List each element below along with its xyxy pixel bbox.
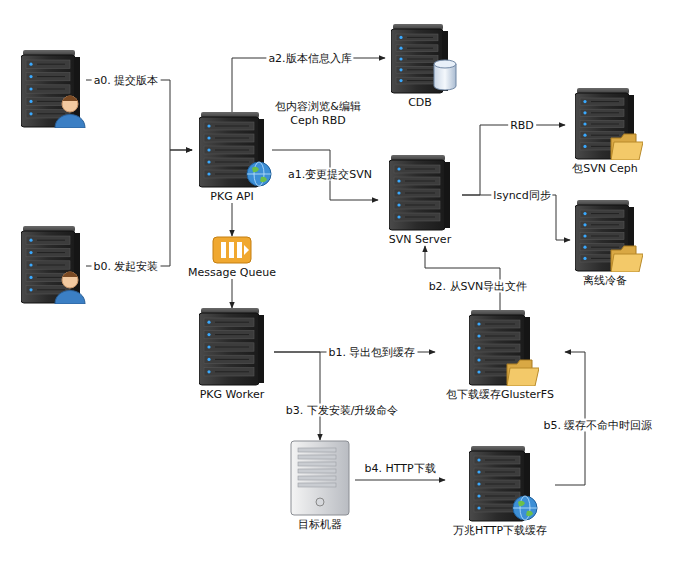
connector-arrow xyxy=(274,352,320,440)
server-node: 目标机器 xyxy=(285,440,355,531)
node-label: PKG Worker xyxy=(200,388,265,401)
node-label: Message Queue xyxy=(188,266,276,279)
server-node: 离线冷备 xyxy=(570,200,640,287)
edge-label: b0. 发起安装 xyxy=(92,260,161,273)
queue-node: Message Queue xyxy=(182,236,282,279)
edge-label: lsyncd同步 xyxy=(491,189,552,202)
edge-label: a2.版本信息入库 xyxy=(266,52,353,65)
connector-arrow xyxy=(272,150,378,200)
node-label: PKG API xyxy=(210,190,253,203)
node-label: SVN Server xyxy=(389,233,451,246)
connector-arrow xyxy=(232,203,233,236)
node-label: CDB xyxy=(408,96,432,109)
edge-label: RBD xyxy=(508,119,536,132)
server-icon xyxy=(469,310,539,386)
server-node: PKG API xyxy=(192,112,272,203)
server-icon xyxy=(21,50,89,128)
connector-arrow xyxy=(355,480,445,481)
server-icon xyxy=(199,308,265,386)
server-icon xyxy=(21,226,89,304)
note-label: 包内容浏览&编辑Ceph RBD xyxy=(270,100,366,128)
server-icon xyxy=(575,200,643,272)
server-node: 包SVN Ceph xyxy=(565,88,645,175)
edge-label: b3. 下发安装/升级命令 xyxy=(284,404,401,417)
edge-label: a0. 提交版本 xyxy=(92,74,161,87)
node-label: 万兆HTTP下载缓存 xyxy=(453,524,547,537)
node-label: 包SVN Ceph xyxy=(572,162,638,175)
edge-label: b5. 缓存不命中时回源 xyxy=(542,419,655,432)
server-node xyxy=(16,50,86,128)
server-node: PKG Worker xyxy=(190,308,274,401)
node-label: 包下载缓存GlusterFS xyxy=(446,388,554,401)
server-node xyxy=(16,226,86,304)
server-icon xyxy=(391,24,457,94)
edge-label: a1.变更提交SVN xyxy=(286,168,374,181)
tower-icon xyxy=(290,440,350,516)
connector-arrow xyxy=(462,125,565,195)
server-node: CDB xyxy=(385,24,455,109)
server-icon xyxy=(575,88,643,160)
server-icon xyxy=(199,112,273,188)
connector-arrow xyxy=(425,246,500,310)
connector-arrow xyxy=(462,195,570,240)
edge-label: b4. HTTP下载 xyxy=(362,462,437,475)
connector-arrow xyxy=(86,80,192,150)
server-icon xyxy=(389,155,451,231)
mq-icon xyxy=(212,236,252,264)
server-icon xyxy=(469,446,539,522)
edge-label: b1. 导出包到缓存 xyxy=(327,346,418,359)
edge-label: b2. 从SVN导出文件 xyxy=(427,280,530,293)
connector-arrow xyxy=(86,150,192,266)
node-label: 离线冷备 xyxy=(583,274,627,287)
server-node: SVN Server xyxy=(378,155,462,246)
server-node: 包下载缓存GlusterFS xyxy=(435,310,565,401)
connector-arrow xyxy=(232,279,233,308)
server-node: 万兆HTTP下载缓存 xyxy=(445,446,555,537)
node-label: 目标机器 xyxy=(298,518,342,531)
